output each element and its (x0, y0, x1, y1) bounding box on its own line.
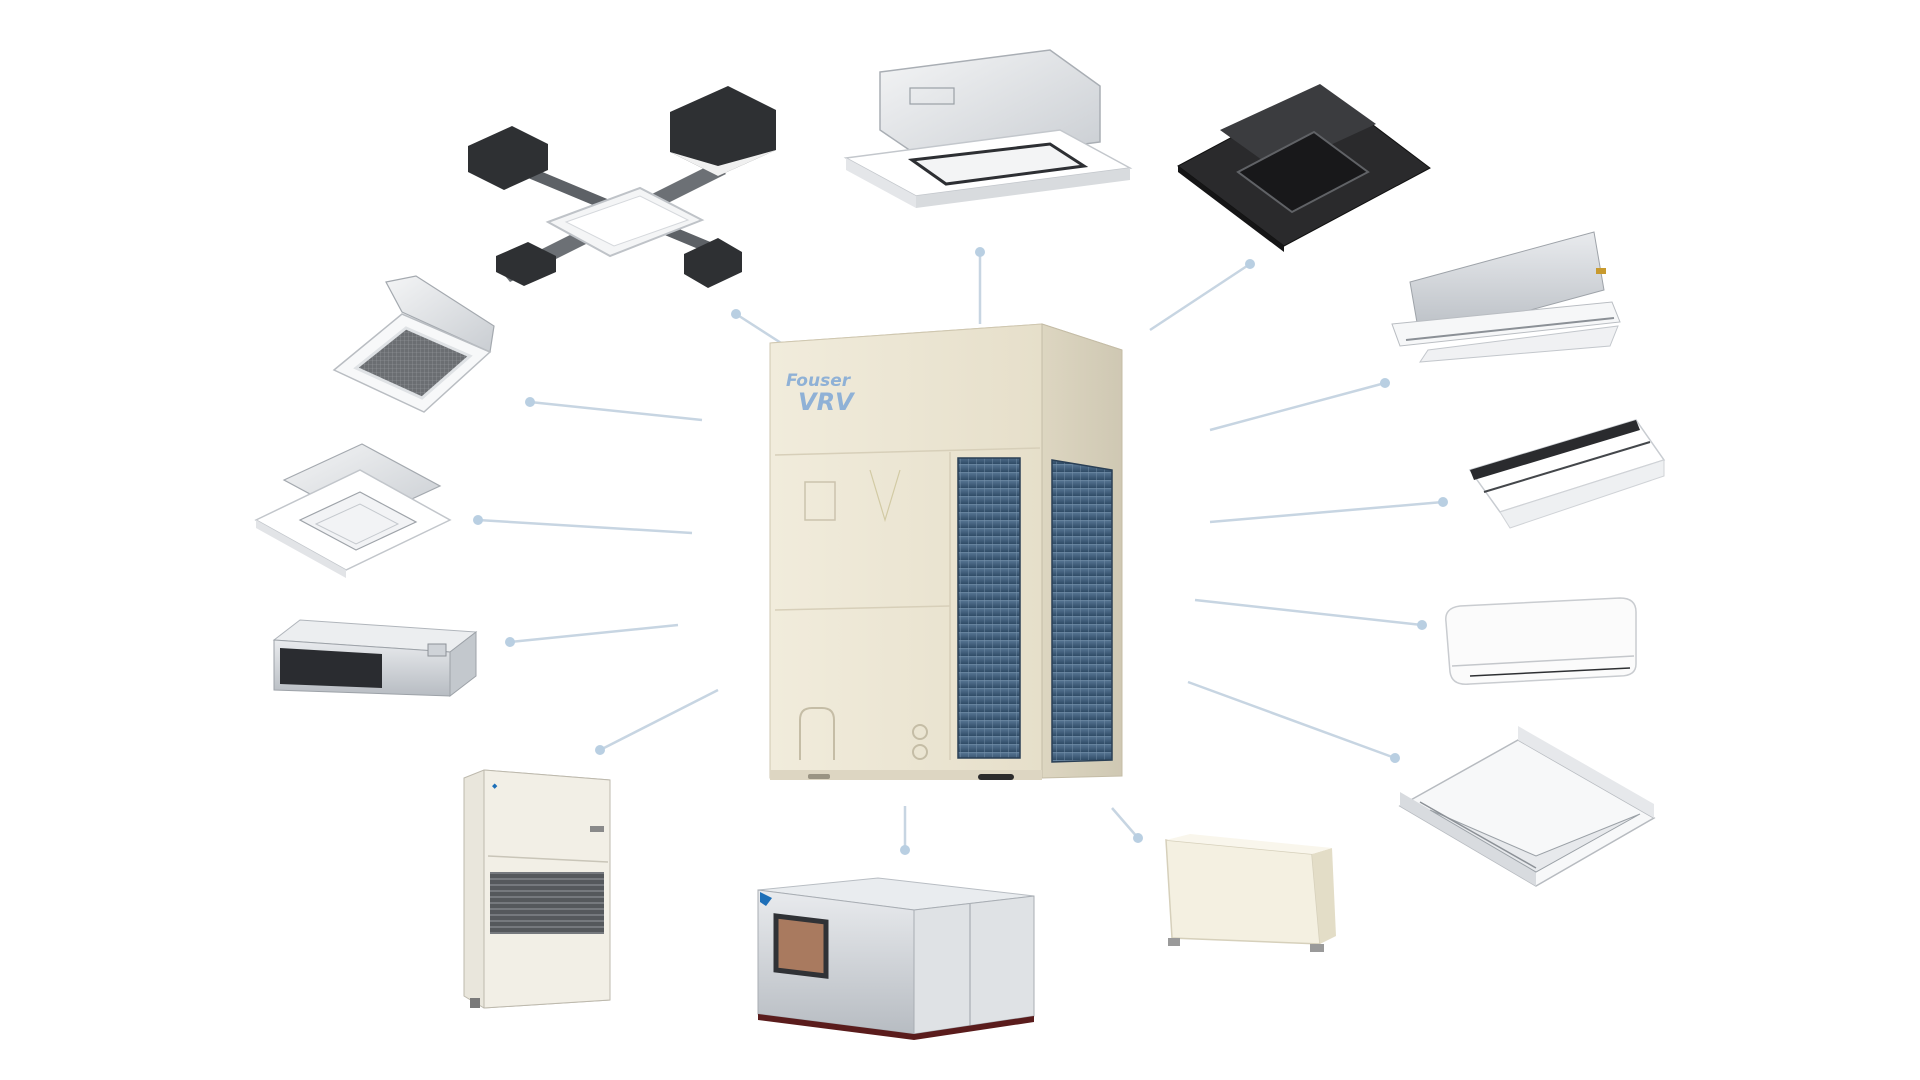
air-handling-unit (757, 877, 1035, 1040)
connector-line (1187, 680, 1396, 760)
packaged-unit-badge: ◆ (492, 782, 498, 790)
side-coil-grille (1051, 459, 1113, 763)
connector-dot (900, 845, 910, 855)
connector-line (1194, 598, 1423, 627)
two-way-cassette (1391, 231, 1621, 363)
connector-dot (731, 309, 741, 319)
connector-line (1209, 500, 1444, 524)
floor-standing-packaged-unit: ◆ (463, 769, 611, 1009)
ceiling-suspended-unit (1398, 726, 1656, 887)
connector-dot (1133, 833, 1143, 843)
wall-mounted-unit (1445, 597, 1637, 685)
connector-dot (1245, 259, 1255, 269)
connector-line (599, 688, 719, 752)
connector-dot (1417, 620, 1427, 630)
connector-dot (505, 637, 515, 647)
square-cassette-grille (332, 275, 495, 413)
round-flow-cassette-white (843, 49, 1133, 208)
front-coil-grille (957, 457, 1021, 759)
floor-standing-unit (1165, 834, 1336, 952)
connector-dot (595, 745, 605, 755)
ducted-unit (272, 619, 478, 698)
connector-line (1209, 381, 1386, 432)
connector-lines (477, 252, 1444, 850)
outdoor-unit: Fouser VRV (769, 323, 1123, 780)
connector-dot (525, 397, 535, 407)
connector-line (509, 623, 679, 644)
connector-dot (1390, 753, 1400, 763)
multi-flow-duct-cassette (468, 86, 776, 288)
compact-cassette (254, 443, 452, 578)
connector-dots (473, 247, 1448, 855)
connector-line (529, 400, 703, 422)
connector-dot (1438, 497, 1448, 507)
connector-dot (975, 247, 985, 257)
connector-line (477, 518, 693, 535)
round-flow-cassette-black (1177, 84, 1431, 252)
connector-line (1149, 262, 1251, 332)
connector-dot (473, 515, 483, 525)
one-way-cassette (1468, 419, 1666, 529)
brand-line1: Fouser (786, 371, 852, 391)
connector-line (1111, 807, 1139, 839)
connector-dot (1380, 378, 1390, 388)
brand-line2: VRV (798, 388, 856, 416)
